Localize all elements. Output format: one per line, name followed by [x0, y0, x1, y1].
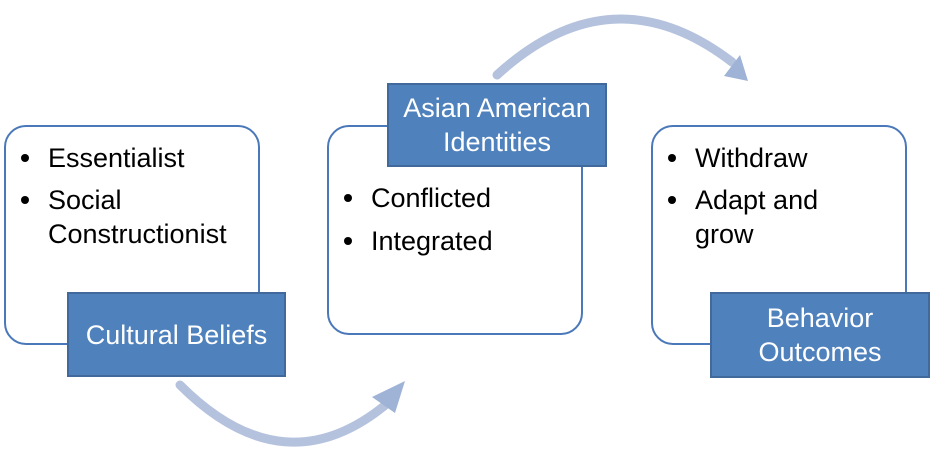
list-item: Integrated — [337, 224, 581, 258]
arrowhead-1 — [372, 381, 405, 413]
arrowhead-2 — [724, 55, 748, 81]
identities-label: Asian American Identities — [387, 83, 607, 167]
list-item: Social Constructionist — [14, 183, 252, 251]
curved-arrow-2 — [492, 14, 737, 80]
behavior-outcomes-list: Withdraw Adapt and grow — [661, 141, 855, 251]
cultural-beliefs-list: Essentialist Social Constructionist — [14, 141, 252, 251]
list-item: Essentialist — [14, 141, 252, 175]
list-item: Conflicted — [337, 181, 581, 215]
identities-list: Conflicted Integrated — [337, 181, 581, 258]
curved-arrow-1 — [175, 380, 394, 447]
list-item: Withdraw — [661, 141, 855, 175]
cultural-beliefs-label: Cultural Beliefs — [67, 292, 286, 377]
behavior-outcomes-label: Behavior Outcomes — [710, 292, 930, 378]
list-item: Adapt and grow — [661, 183, 855, 251]
